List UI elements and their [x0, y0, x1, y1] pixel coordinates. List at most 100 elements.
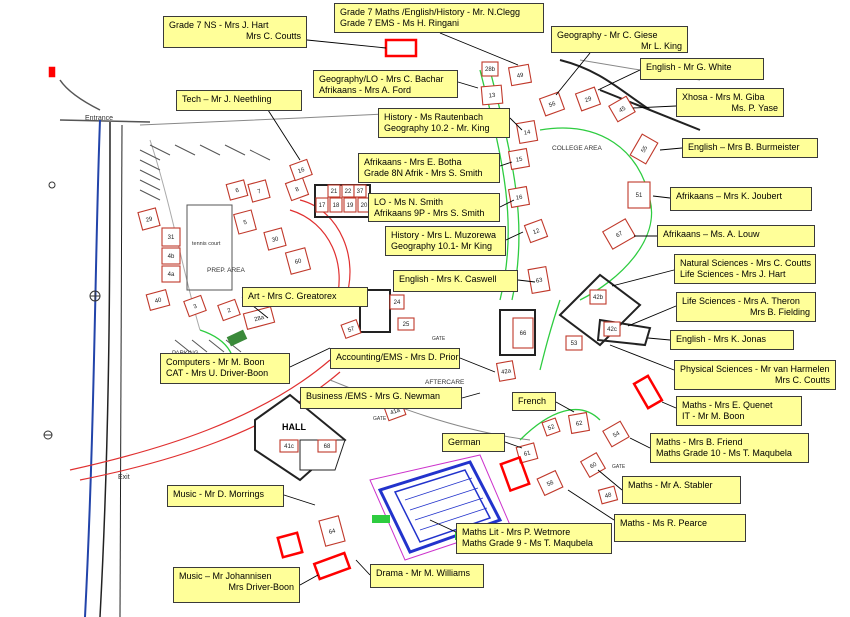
- classroom-number: 56: [548, 101, 557, 109]
- classroom-box: [507, 63, 533, 87]
- classroom-60: 60: [284, 247, 312, 275]
- classroom-box: [137, 207, 161, 231]
- classroom-box: [538, 91, 566, 117]
- tennis-court: [186, 204, 233, 291]
- classroom-box: [389, 294, 405, 310]
- gate-label-1: GATE: [432, 336, 446, 342]
- label-computers: Computers - Mr M. Boon CAT - Mrs U. Driv…: [160, 353, 290, 384]
- label-afrikaans-joubert: Afrikaans – Mrs K. Joubert: [670, 187, 812, 211]
- classroom-box: [145, 289, 171, 311]
- classroom-box: [608, 95, 636, 123]
- classroom-box: [481, 61, 499, 77]
- classroom-box: [507, 147, 531, 171]
- classroom-number: 29: [584, 96, 593, 104]
- label-geography-bachar: Geography/LO - Mrs C. Bachar Afrikaans -…: [313, 70, 458, 98]
- classroom-number: 20: [361, 203, 368, 209]
- classroom-8: 8: [284, 176, 310, 202]
- classroom-25: 25: [397, 317, 415, 331]
- exit-label: Exit: [118, 474, 130, 481]
- classroom-box: [512, 317, 534, 349]
- classroom-box: [353, 184, 367, 198]
- classroom-number: 16: [515, 195, 523, 202]
- classroom-number: 49: [516, 73, 524, 80]
- label-grade7-maths: Grade 7 Maths /English/History - Mr. N.C…: [334, 3, 544, 33]
- classroom-56: 56: [538, 91, 566, 117]
- label-grade7-ns: Grade 7 NS - Mrs J. Hart Mrs C. Coutts: [163, 16, 307, 48]
- classroom-number: 31: [168, 235, 175, 241]
- classroom-number: 4a: [168, 272, 175, 278]
- label-english-burmeister: English – Mrs B. Burmeister: [682, 138, 818, 158]
- classroom-number: 30: [271, 236, 280, 244]
- classroom-15: 15: [507, 147, 531, 171]
- classroom-28b: 28b: [481, 61, 499, 77]
- classroom-number: 4b: [168, 254, 175, 260]
- classroom-number: 53: [571, 341, 578, 347]
- classroom-number: 45: [618, 105, 627, 114]
- parking-lines: [139, 144, 271, 353]
- label-maths-stabler: Maths - Mr A. Stabler: [622, 476, 741, 504]
- classroom-box: [289, 158, 313, 182]
- classroom-53: 53: [565, 335, 583, 351]
- classroom-box: [340, 318, 362, 340]
- aftercare-label: AFTERCARE: [425, 379, 465, 386]
- classroom-41c: 41c: [279, 439, 299, 453]
- classroom-box: [247, 179, 271, 203]
- label-german: German: [442, 433, 505, 452]
- label-art: Art - Mrs C. Greatorex: [242, 287, 368, 307]
- classroom-5: 5: [233, 209, 257, 235]
- classroom-60: 60: [579, 451, 607, 479]
- classroom-29: 29: [574, 86, 602, 112]
- gate-label-3: GATE: [373, 416, 387, 422]
- classroom-box: [263, 227, 287, 251]
- classroom-45: 45: [608, 95, 636, 123]
- classroom-number: 14: [523, 130, 531, 137]
- classroom-box: [523, 218, 549, 244]
- label-history-muzorewa: History - Mrs L. Muzorewa Geography 10.1…: [385, 226, 506, 256]
- classroom-62: 62: [567, 411, 591, 435]
- classroom-box: [536, 469, 564, 497]
- classroom-number: 60: [589, 461, 598, 470]
- classroom-number: 54: [612, 430, 621, 439]
- classroom-number: 18: [333, 203, 340, 209]
- classroom-number: 48: [604, 492, 613, 500]
- classroom-number: 40: [154, 297, 163, 305]
- label-lo-smith: LO - Ms N. Smith Afrikaans 9P - Mrs S. S…: [368, 193, 500, 222]
- classroom-number: 63: [535, 278, 543, 285]
- label-music-johannisen: Music – Mr Johannisen Mrs Driver-Boon: [173, 567, 300, 603]
- classroom-box: [480, 84, 504, 106]
- classroom-66: 66: [512, 317, 534, 349]
- label-maths-quenet: Maths - Mrs E. Quenet IT - Mr M. Boon: [676, 396, 802, 426]
- label-french: French: [512, 392, 556, 411]
- gate-label-2: GATE: [612, 464, 626, 470]
- hall-building: [254, 393, 347, 482]
- label-life-sciences-theron: Life Sciences - Mrs A. Theron Mrs B. Fie…: [676, 292, 816, 322]
- classroom-box: [589, 289, 607, 305]
- classroom-box: [161, 227, 181, 247]
- classroom-number: 15: [515, 157, 523, 164]
- classroom-4a: 4a: [161, 265, 181, 283]
- classroom-12: 12: [523, 218, 549, 244]
- classroom-number: 2: [227, 308, 233, 315]
- classroom-42a: 42a: [495, 360, 517, 382]
- classroom-number: 17: [319, 203, 326, 209]
- classroom-49: 49: [507, 63, 533, 87]
- classroom-number: 62: [575, 421, 583, 428]
- classroom-28a: 28a: [242, 305, 276, 331]
- classroom-42b: 42b: [589, 289, 607, 305]
- label-xhosa: Xhosa - Mrs M. Giba Ms. P. Yase: [676, 88, 784, 117]
- classroom-42c: 42c: [603, 321, 621, 337]
- classroom-box: [603, 321, 621, 337]
- label-business: Business /EMS - Mrs G. Newman: [300, 387, 462, 409]
- label-maths-pearce: Maths - Ms R. Pearce: [614, 514, 746, 542]
- classroom-number: 41a: [390, 407, 402, 416]
- classroom-number: 55: [641, 145, 650, 154]
- classroom-box: [601, 218, 637, 250]
- classroom-number: 42a: [501, 368, 513, 376]
- classroom-box: [629, 133, 659, 165]
- classroom-6: 6: [225, 179, 249, 201]
- classroom-54: 54: [602, 420, 630, 448]
- classroom-box: [284, 247, 312, 275]
- classroom-22: 22: [341, 184, 355, 198]
- classroom-box: [161, 247, 181, 265]
- classroom-number: 12: [532, 228, 541, 236]
